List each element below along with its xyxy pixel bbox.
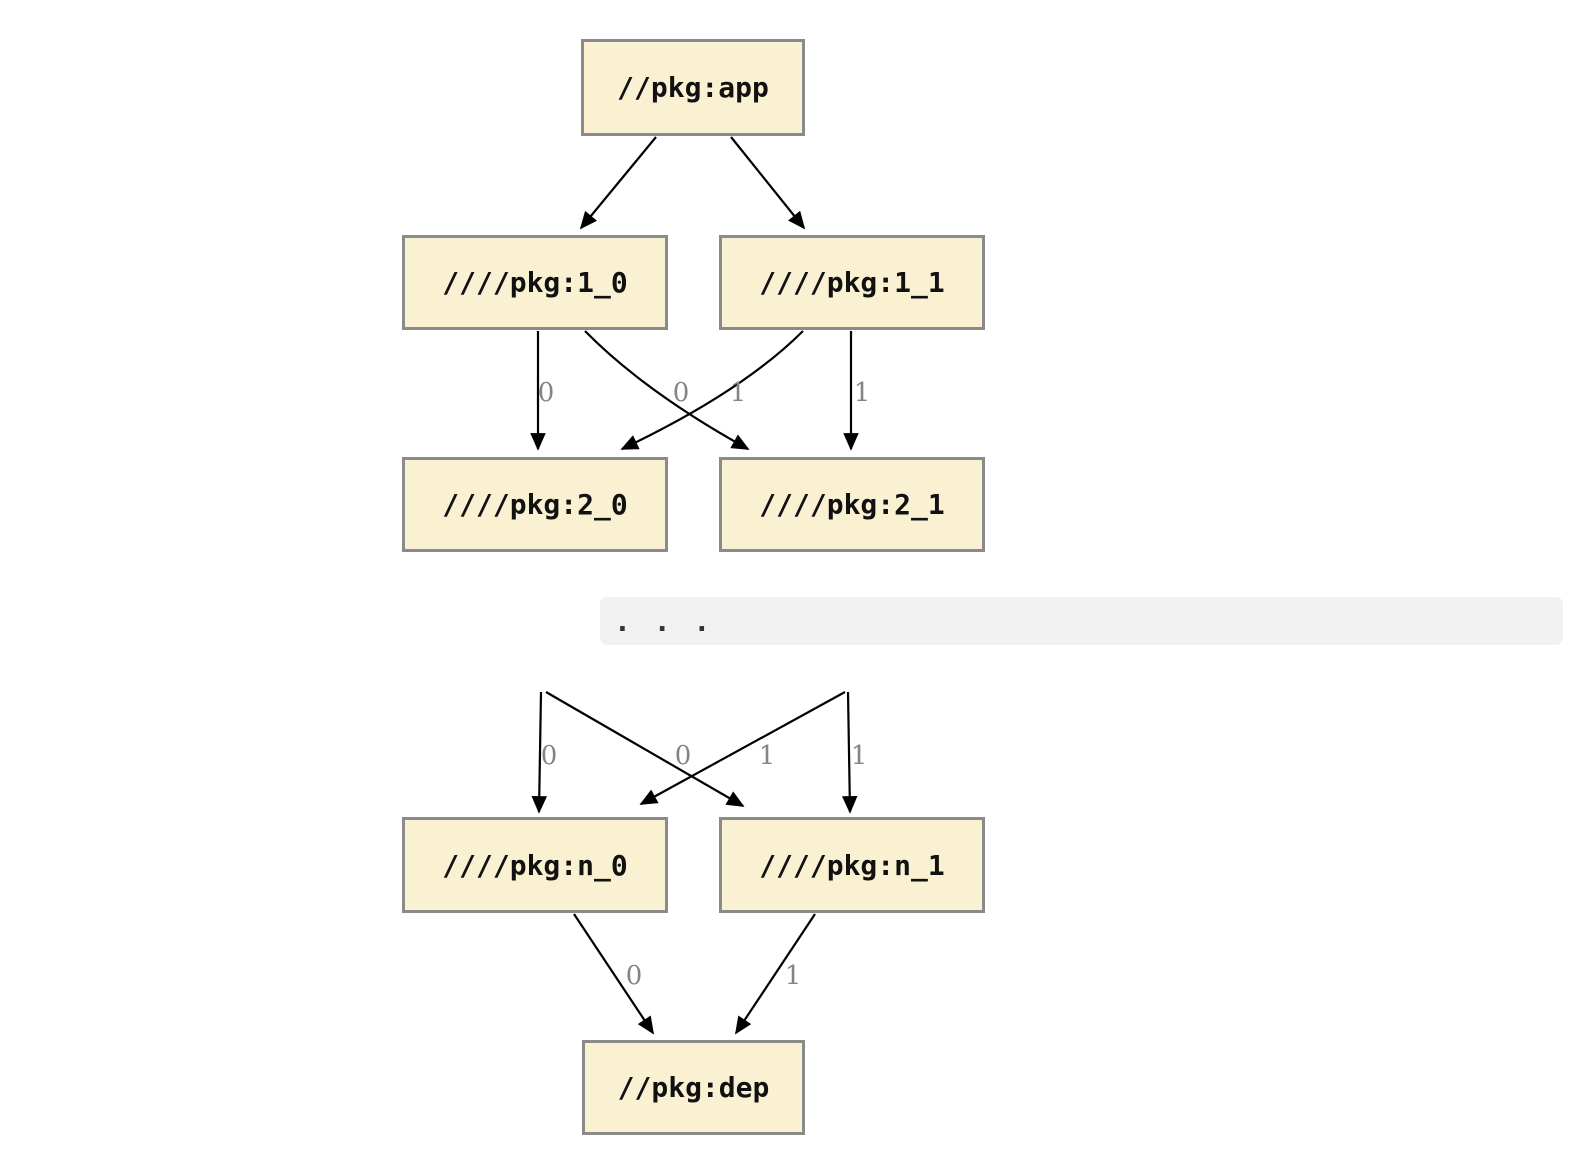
node-pkg-2-0-label: ////pkg:2_0	[442, 488, 628, 521]
edge-prev-0-to-n-0	[531, 691, 548, 814]
node-pkg-1-0: ////pkg:1_0	[402, 235, 668, 330]
node-pkg-2-1-label: ////pkg:2_1	[759, 488, 945, 521]
edge-app-to-1-0	[579, 136, 657, 230]
edge-prev-1-to-n-1	[841, 691, 858, 814]
node-pkg-app: //pkg:app	[581, 39, 805, 136]
edge-prev-0-to-n-1	[545, 691, 745, 807]
node-pkg-n-1: ////pkg:n_1	[719, 817, 985, 913]
node-pkg-2-1: ////pkg:2_1	[719, 457, 985, 552]
ellipsis-dots: . . .	[614, 604, 714, 638]
edge-n-1-to-dep	[735, 913, 816, 1035]
ellipsis-band: . . .	[600, 597, 1563, 645]
edge-label-n-0-to-dep: 0	[626, 961, 643, 991]
node-pkg-1-0-label: ////pkg:1_0	[442, 266, 628, 299]
edge-app-to-1-1	[730, 136, 806, 230]
node-pkg-dep: //pkg:dep	[582, 1040, 805, 1135]
edge-label-1-1-to-2-0: 1	[730, 378, 747, 408]
node-pkg-1-1-label: ////pkg:1_1	[759, 266, 945, 299]
edge-label-1-1-to-2-1: 1	[854, 378, 871, 408]
node-pkg-dep-label: //pkg:dep	[617, 1071, 770, 1104]
node-pkg-n-0: ////pkg:n_0	[402, 817, 668, 913]
edge-label-1-0-to-2-1: 0	[673, 378, 690, 408]
node-pkg-n-0-label: ////pkg:n_0	[442, 848, 628, 882]
edge-1-1-to-2-0	[620, 330, 804, 450]
node-pkg-2-0: ////pkg:2_0	[402, 457, 668, 552]
edge-label-prev-1-to-n-1: 1	[851, 741, 868, 771]
edge-1-0-to-2-1	[584, 330, 750, 450]
node-pkg-1-1: ////pkg:1_1	[719, 235, 985, 330]
edge-label-prev-0-to-n-1: 0	[675, 741, 692, 771]
node-pkg-app-label: //pkg:app	[617, 71, 769, 104]
edge-label-n-1-to-dep: 1	[785, 961, 802, 991]
node-pkg-n-1-label: ////pkg:n_1	[759, 848, 945, 882]
edge-label-prev-1-to-n-0: 1	[759, 741, 776, 771]
edge-label-prev-0-to-n-0: 0	[541, 741, 558, 771]
edge-n-0-to-dep	[573, 913, 654, 1035]
edge-prev-1-to-n-0	[639, 691, 846, 805]
edge-label-1-0-to-2-0: 0	[538, 378, 555, 408]
